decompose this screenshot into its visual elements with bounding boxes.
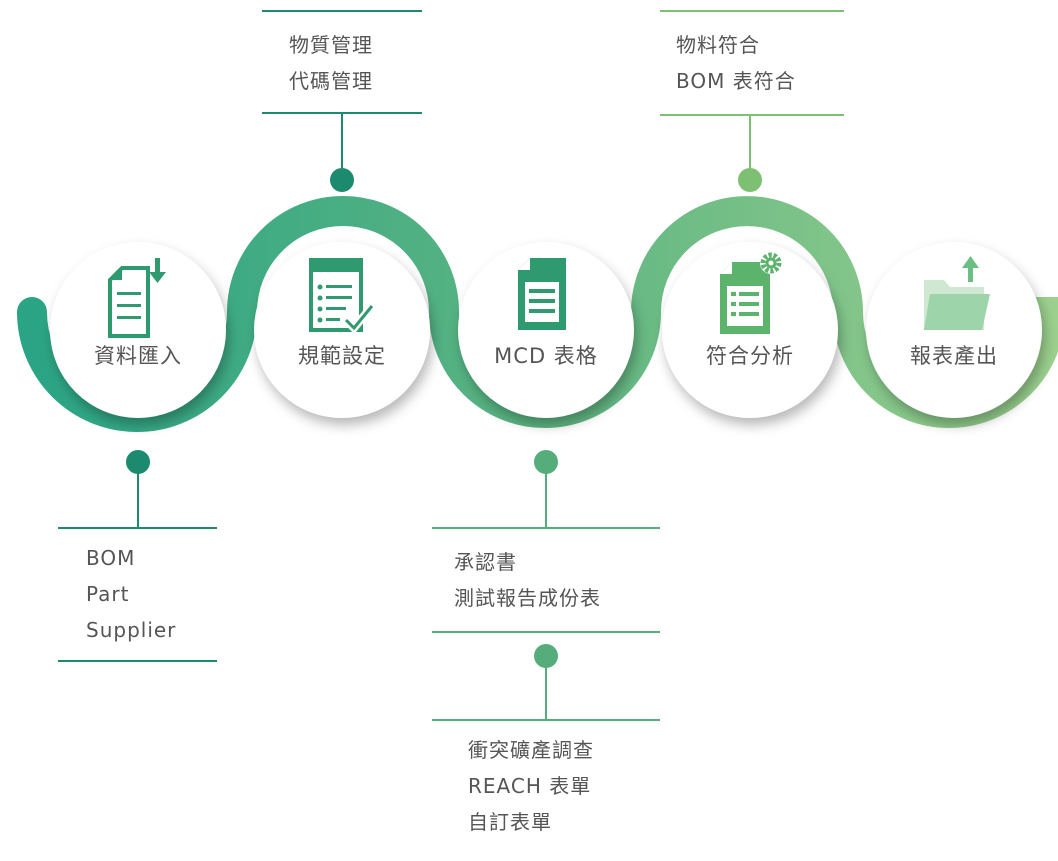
step-label-1: 資料匯入 [94, 344, 182, 368]
note-step3a: 承認書 測試報告成份表 [454, 544, 601, 616]
connector-step3 [432, 450, 660, 721]
connector-step1 [58, 450, 217, 662]
connector-step4 [660, 10, 844, 192]
note-line: 代碼管理 [289, 69, 373, 93]
note-step1: BOM Part Supplier [86, 540, 176, 648]
document-icon [518, 258, 566, 330]
step-label-3: MCD 表格 [494, 344, 598, 368]
note-line: BOM 表符合 [676, 69, 796, 93]
document-download-icon [108, 258, 166, 338]
note-step3b: 衝突礦產調查 REACH 表單 自訂表單 [468, 732, 594, 840]
note-line: Part [86, 582, 130, 606]
step-label-2: 規範設定 [298, 344, 386, 368]
note-line: 自訂表單 [468, 810, 552, 834]
connector-step2 [262, 10, 422, 192]
note-line: 承認書 [454, 550, 517, 574]
step-label-4: 符合分析 [706, 344, 794, 368]
note-line: 物料符合 [676, 33, 760, 57]
note-line: 測試報告成份表 [454, 586, 601, 610]
note-line: 物質管理 [289, 33, 373, 57]
note-line: 衝突礦產調查 [468, 738, 594, 762]
note-line: Supplier [86, 618, 177, 642]
note-step4: 物料符合 BOM 表符合 [676, 27, 796, 99]
note-line: BOM [86, 546, 136, 570]
step-label-5: 報表產出 [910, 344, 998, 368]
document-gear-icon [720, 252, 782, 334]
folder-upload-icon [924, 256, 990, 330]
note-step2: 物質管理 代碼管理 [289, 27, 373, 99]
checklist-icon [309, 258, 376, 334]
note-line: REACH 表單 [468, 774, 592, 798]
